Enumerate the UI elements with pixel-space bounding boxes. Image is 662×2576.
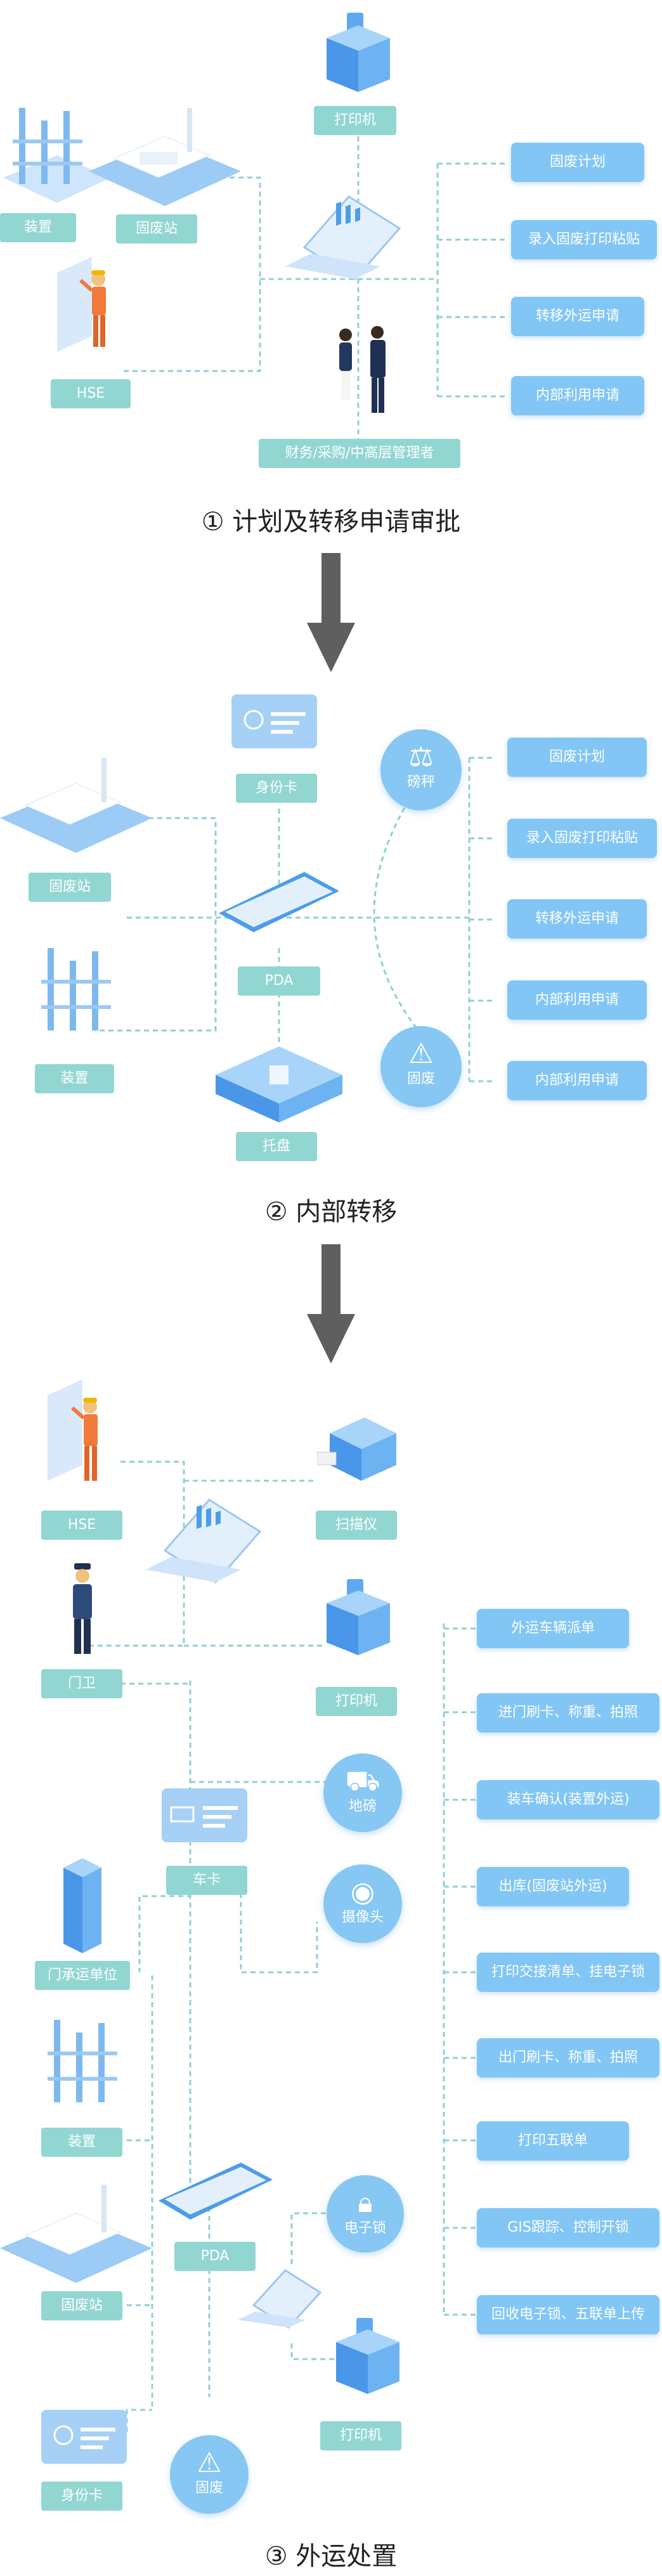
s3-waste-label: 固废 — [195, 2480, 223, 2496]
s3-device-label: 装置 — [41, 2128, 122, 2157]
truckcard-illustration — [162, 1788, 247, 1842]
hse-worker-illustration — [57, 257, 106, 352]
s3-idcard-illustration — [41, 2410, 127, 2464]
s2-pda-label: PDA — [238, 966, 320, 996]
s3-hse-label: HSE — [41, 1511, 122, 1540]
lock-circle: 🔒︎ 电子锁 — [327, 2175, 404, 2253]
scale-label: 磅秤 — [406, 774, 435, 790]
device-illustration — [3, 108, 111, 203]
managers-label: 财务/采购/中高层管理者 — [259, 439, 460, 468]
truckcard-label: 车卡 — [166, 1866, 247, 1895]
weighbridge-label: 地磅 — [348, 1799, 377, 1814]
s3-laptop-illustration — [146, 1499, 262, 1584]
s2-item-4: 内部利用申请 — [507, 1061, 647, 1100]
hse-label: HSE — [51, 379, 131, 408]
s1-item-3: 内部利用申请 — [511, 376, 644, 415]
printer-label: 打印机 — [314, 106, 396, 135]
s3-device-illustration — [48, 2020, 117, 2102]
s3-item-3: 出库(固废站外运) — [477, 1867, 629, 1906]
section2-title: ② 内部转移 — [264, 1197, 398, 1226]
truck-icon: ⛟ — [345, 1765, 380, 1797]
lock-icon: 🔒︎ — [358, 2187, 373, 2219]
pallet-illustration — [216, 1046, 342, 1122]
lock-label: 电子锁 — [344, 2220, 386, 2236]
s2-pda-illustration — [219, 872, 339, 932]
s3-hse-illustration — [48, 1379, 98, 1481]
s1-item-1: 录入固废打印粘贴 — [511, 220, 657, 259]
s2-station-label: 固废站 — [29, 873, 111, 902]
device-label: 装置 — [0, 213, 76, 242]
s3-item-2: 装车确认(装置外运) — [477, 1780, 659, 1819]
s3-item-0: 外运车辆派单 — [477, 1609, 629, 1648]
s2-item-3: 内部利用申请 — [507, 980, 647, 1020]
s2-idcard-label: 身份卡 — [236, 774, 317, 803]
carrier-building-illustration — [63, 1858, 101, 1953]
s3-item-8: 回收电子锁、五联单上传 — [477, 2295, 659, 2334]
camera-icon: ◉ — [350, 1876, 375, 1908]
s3-printer-illustration — [327, 1579, 390, 1655]
carrier-label: 门承运单位 — [35, 1961, 130, 1990]
scale-icon: ⚖ — [408, 741, 434, 773]
printer-illustration — [327, 13, 390, 92]
s3-printer2-label: 打印机 — [320, 2421, 401, 2450]
s3-pda-label: PDA — [174, 2242, 256, 2271]
managers-illustration — [339, 326, 386, 413]
s2-item-1: 录入固废打印粘贴 — [507, 819, 657, 858]
s2-waste-label: 固废 — [406, 1071, 435, 1087]
station-illustration — [89, 108, 241, 206]
idcard-illustration — [231, 694, 317, 748]
pallet-label: 托盘 — [236, 1132, 317, 1161]
s2-station-illustration — [0, 758, 152, 853]
s3-small-laptop-illustration — [238, 2269, 322, 2329]
section1-title: ① 计划及转移申请审批 — [201, 507, 461, 537]
s2-item-0: 固废计划 — [507, 738, 647, 777]
s3-idcard-label: 身份卡 — [41, 2482, 122, 2511]
guard-illustration — [73, 1563, 92, 1654]
s2-item-2: 转移外运申请 — [507, 899, 647, 939]
s3-printer-label: 打印机 — [316, 1687, 397, 1716]
station-label: 固废站 — [116, 214, 197, 244]
camera-label: 摄像头 — [341, 1909, 384, 1925]
s3-item-1: 进门刷卡、称重、拍照 — [477, 1693, 659, 1733]
laptop-illustration — [285, 195, 401, 280]
s3-printer2-illustration — [336, 2318, 399, 2394]
section3-title: ③ 外运处置 — [264, 2542, 398, 2571]
s2-waste-circle: ⚠ 固废 — [380, 1026, 462, 1107]
scanner-label: 扫描仪 — [316, 1511, 397, 1540]
s1-item-2: 转移外运申请 — [511, 297, 644, 336]
s3-station-illustration — [0, 2185, 152, 2283]
scale-circle: ⚖ 磅秤 — [380, 729, 462, 810]
s3-item-4: 打印交接清单、挂电子锁 — [477, 1953, 659, 1992]
camera-circle: ◉ 摄像头 — [323, 1864, 402, 1943]
s3-station-label: 固废站 — [41, 2291, 122, 2320]
s3-item-6: 打印五联单 — [477, 2121, 629, 2161]
s1-item-0: 固废计划 — [511, 143, 644, 182]
s2-device-illustration — [41, 948, 111, 1031]
s2-device-label: 装置 — [35, 1064, 114, 1093]
warning-icon: ⚠ — [408, 1038, 434, 1070]
s3-item-7: GIS跟踪、控制开锁 — [477, 2208, 659, 2247]
guard-label: 门卫 — [41, 1669, 122, 1698]
s3-warning-icon: ⚠ — [197, 2447, 222, 2479]
scanner-illustration — [317, 1417, 396, 1481]
weighbridge-circle: ⛟ 地磅 — [323, 1753, 402, 1832]
s3-waste-circle: ⚠ 固废 — [170, 2435, 249, 2514]
s3-item-5: 出门刷卡、称重、拍照 — [477, 2038, 659, 2078]
s3-pda-illustration — [159, 2163, 273, 2220]
